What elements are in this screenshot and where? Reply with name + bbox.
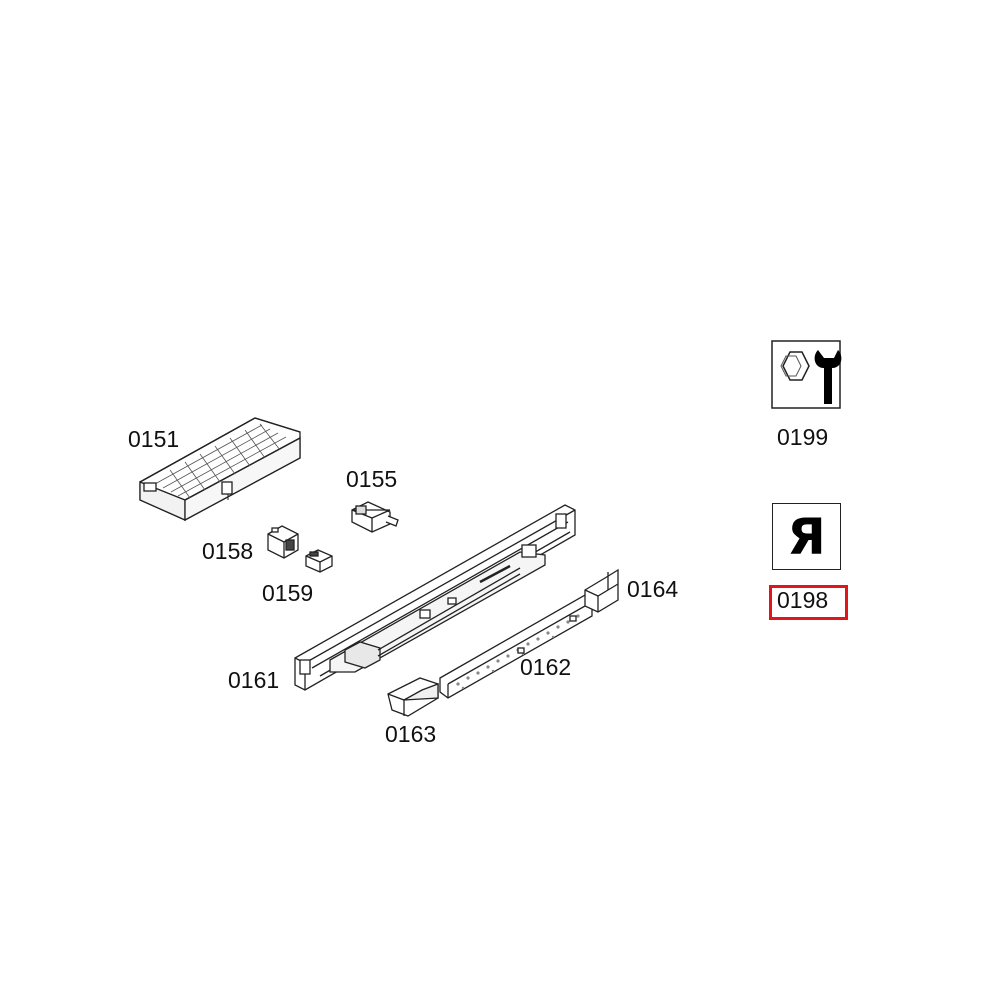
highlight-box-0198 <box>769 585 848 620</box>
part-0155-connector[interactable] <box>351 501 399 533</box>
part-0162-led-strip[interactable] <box>439 594 593 699</box>
wrench-nut-icon <box>771 340 842 409</box>
part-label-0164[interactable]: 0164 <box>627 576 679 602</box>
part-label-0161[interactable]: 0161 <box>228 667 280 693</box>
part-0151-control-module[interactable] <box>139 417 301 522</box>
part-0161-panel-frame[interactable] <box>294 504 576 691</box>
part-label-0158[interactable]: 0158 <box>202 538 254 564</box>
part-label-0198[interactable]: 0198 <box>777 587 829 613</box>
part-0158-switch[interactable] <box>267 525 299 559</box>
mirrored-r-glyph: Я <box>787 507 826 566</box>
part-label-0151[interactable]: 0151 <box>128 426 180 452</box>
part-label-0155[interactable]: 0155 <box>346 466 398 492</box>
mirrored-r-icon: Я <box>772 503 841 570</box>
part-label-0159[interactable]: 0159 <box>262 580 314 606</box>
part-label-0199[interactable]: 0199 <box>777 424 829 450</box>
part-label-0163[interactable]: 0163 <box>385 721 437 747</box>
part-0159-switch[interactable] <box>305 549 333 573</box>
part-label-0162[interactable]: 0162 <box>520 654 572 680</box>
part-0163-end-clip[interactable] <box>387 677 439 717</box>
part-0164-end-clip[interactable] <box>584 568 619 613</box>
